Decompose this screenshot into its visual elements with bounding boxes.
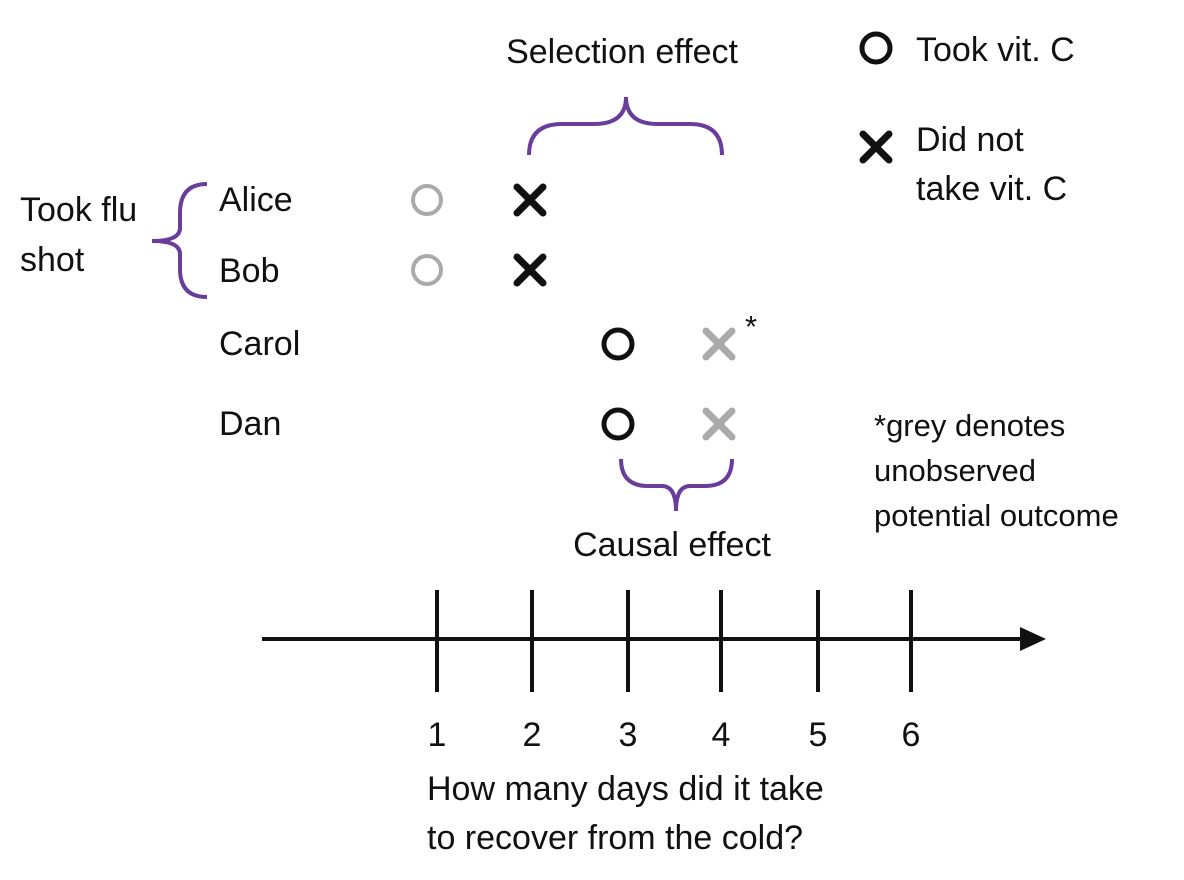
x-axis-label-line2: to recover from the cold? — [427, 819, 803, 857]
causal-effect-brace — [619, 458, 734, 512]
causal-effect-label: Causal effect — [573, 526, 771, 564]
x-axis-tick-label-2: 2 — [523, 716, 542, 754]
x-axis-tick-label-5: 5 — [809, 716, 828, 754]
legend-took-label: Took vit. C — [916, 31, 1075, 69]
flu-shot-brace — [151, 182, 208, 299]
unobserved-asterisk: * — [745, 309, 757, 344]
took-vitc-marker-carol — [601, 327, 635, 361]
x-axis-tick-label-4: 4 — [712, 716, 731, 754]
footnote-line2: unobserved — [874, 453, 1036, 488]
took-vitc-marker-bob — [411, 254, 443, 286]
legend-cross-icon — [859, 130, 893, 164]
x-axis-tick-label-1: 1 — [428, 716, 447, 754]
took-vitc-marker-dan — [601, 407, 635, 441]
footnote-line3: potential outcome — [874, 498, 1119, 533]
no-vitc-marker-dan — [702, 407, 736, 441]
outcome-markers — [411, 183, 736, 441]
no-vitc-marker-carol — [702, 327, 736, 361]
x-axis-arrow-icon — [1020, 627, 1046, 651]
legend-circle-icon — [859, 31, 893, 65]
person-name-dan: Dan — [219, 405, 281, 443]
legend-not-took-label-line1: Did not — [916, 121, 1024, 159]
legend-not-took-label-line2: take vit. C — [916, 170, 1067, 208]
x-axis-tick-label-3: 3 — [619, 716, 638, 754]
selection-effect-brace — [527, 96, 724, 156]
person-name-alice: Alice — [219, 181, 293, 219]
footnote-line1: *grey denotes — [874, 408, 1065, 443]
no-vitc-marker-bob — [513, 253, 547, 287]
x-axis-ticks: 1 2 3 4 5 6 — [428, 590, 921, 754]
person-name-carol: Carol — [219, 325, 300, 363]
flu-shot-label-line2: shot — [20, 241, 85, 279]
took-vitc-marker-alice — [411, 184, 443, 216]
selection-effect-label: Selection effect — [506, 33, 738, 71]
x-axis-label-line1: How many days did it take — [427, 770, 824, 808]
x-axis-tick-label-6: 6 — [902, 716, 921, 754]
flu-shot-label-line1: Took flu — [20, 191, 137, 229]
person-name-bob: Bob — [219, 252, 280, 290]
no-vitc-marker-alice — [513, 183, 547, 217]
